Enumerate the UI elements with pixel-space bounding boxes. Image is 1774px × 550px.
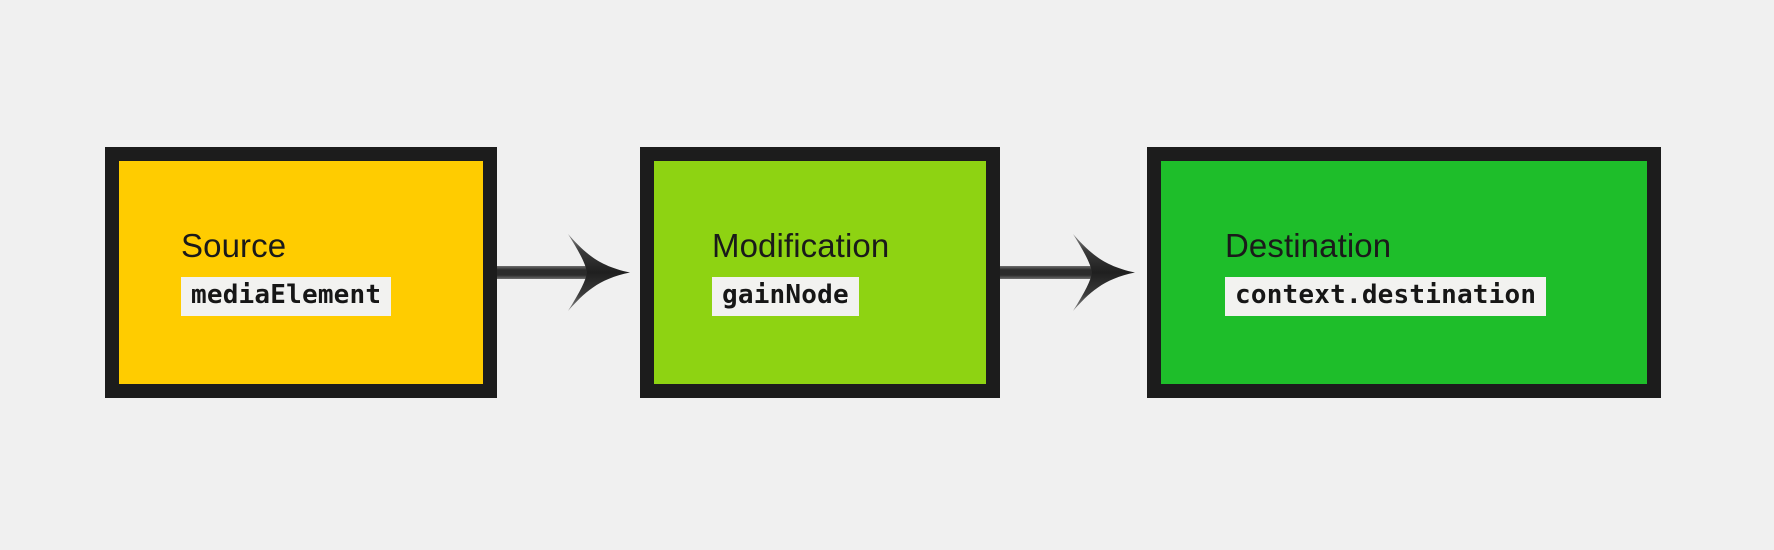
node-modification[interactable]: Modification gainNode bbox=[640, 147, 1000, 398]
edge-arrowhead bbox=[1073, 234, 1135, 311]
node-modification-content: Modification gainNode bbox=[654, 161, 986, 384]
node-destination-code-label: context.destination bbox=[1225, 277, 1547, 316]
edge-source-to-modification bbox=[480, 218, 660, 328]
node-destination-content: Destination context.destination bbox=[1161, 161, 1647, 384]
node-modification-code-label: gainNode bbox=[712, 277, 859, 316]
edge-arrowhead bbox=[568, 234, 630, 311]
edge-shaft bbox=[985, 266, 1097, 279]
node-source-content: Source mediaElement bbox=[119, 161, 483, 384]
edge-source-to-modification-svg bbox=[480, 234, 630, 311]
node-destination-title: Destination bbox=[1225, 227, 1392, 265]
edge-modification-to-destination-svg bbox=[985, 234, 1135, 311]
edge-modification-to-destination bbox=[985, 218, 1165, 328]
node-source[interactable]: Source mediaElement bbox=[105, 147, 497, 398]
node-source-code-label: mediaElement bbox=[181, 277, 392, 316]
node-source-title: Source bbox=[181, 227, 287, 265]
node-modification-title: Modification bbox=[712, 227, 890, 265]
node-destination[interactable]: Destination context.destination bbox=[1147, 147, 1661, 398]
